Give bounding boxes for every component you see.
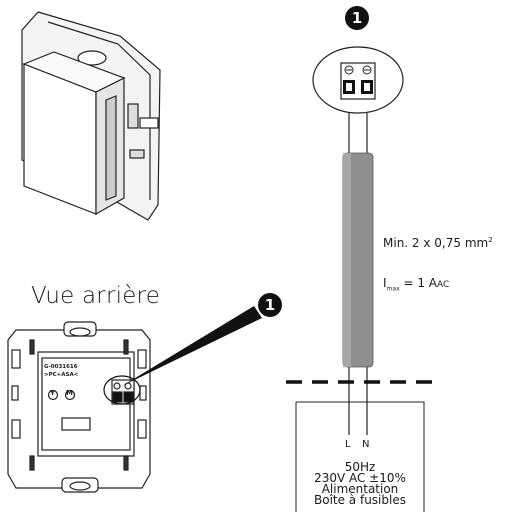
callout-focus-ring	[103, 375, 141, 405]
power-label: Alimentation	[321, 482, 399, 496]
module-variant: >PC+ASA<	[44, 372, 79, 378]
imax-subscript: max	[386, 285, 400, 293]
back-view-module	[7, 321, 151, 493]
module-perspective-illustration	[21, 11, 161, 221]
callout-pointer	[122, 306, 262, 386]
power-frequency: 50Hz	[344, 460, 376, 474]
imax-value: = 1 A	[403, 276, 437, 290]
fuse-box-label: Boîte à fusibles	[314, 493, 406, 507]
terminal-live-label: L	[345, 439, 351, 450]
module-code: G-0031616	[44, 364, 78, 370]
back-view-title: Vue arrière	[31, 283, 161, 309]
callout-badge-top: 1	[345, 6, 369, 30]
imax-symbol: I	[383, 276, 387, 290]
terminal-neutral-label: N	[362, 439, 370, 450]
power-voltage: 230V AC ±10%	[314, 471, 406, 485]
imax-unit: AC	[436, 280, 450, 290]
max-current-label: Imax = 1 AAC	[383, 276, 449, 292]
terminal-block-illustration	[312, 46, 404, 114]
cable-highlight	[343, 153, 351, 367]
callout-badge-back: 1	[258, 293, 282, 317]
module-y-mark: Y	[50, 389, 56, 397]
cable-section-superscript: 2	[488, 236, 493, 244]
power-supply-box: 50Hz 230V AC ±10% Alimentation Boîte à f…	[296, 460, 424, 507]
power-box-outline	[295, 401, 425, 512]
cable-section-text: Min. 2 x 0,75 mm	[383, 236, 489, 250]
module-m-mark: M	[66, 389, 73, 397]
cable-section-label: Min. 2 x 0,75 mm2	[383, 236, 493, 250]
